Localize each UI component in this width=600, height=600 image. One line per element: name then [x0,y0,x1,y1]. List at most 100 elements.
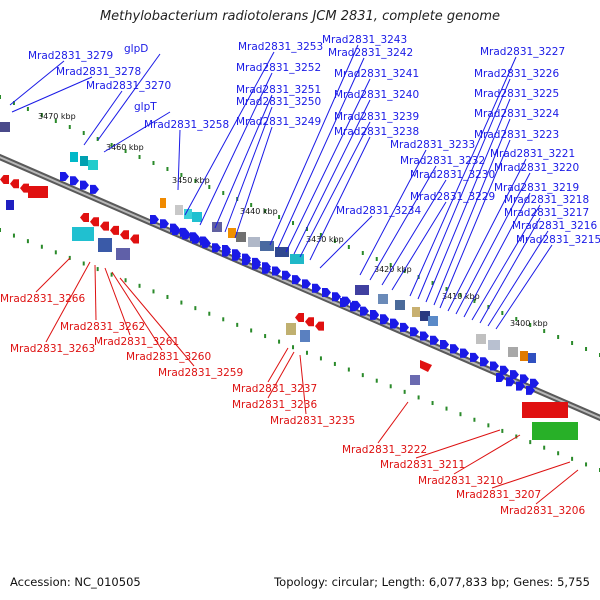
tick-mark [361,373,364,378]
forward-gene [510,370,519,380]
tick-mark [110,143,113,147]
forward-gene [460,348,469,358]
reverse-gene-label: Mrad2831_3266 [0,293,85,305]
reverse-gene [130,234,139,244]
tick-mark [347,245,350,249]
forward-gene [520,374,529,384]
forward-label-leader [479,217,541,324]
tick-mark [138,283,141,288]
gene-block [428,316,438,326]
tick-mark [96,267,99,272]
gene-block [160,198,166,208]
tick-mark [26,239,29,244]
tick-mark [319,356,322,361]
tick-mark [180,300,183,305]
gene-block [88,160,98,170]
forward-gene-label: Mrad2831_3252 [236,62,321,74]
forward-gene [90,184,99,194]
forward-gene-label: Mrad2831_3251 [236,84,321,96]
gene-block [300,330,310,342]
forward-label-leader [359,149,427,276]
forward-gene [470,352,479,362]
reverse-gene [0,175,9,184]
scale-label: 3410 kbp [442,292,480,301]
forward-label-leader [309,136,371,261]
forward-gene [80,180,89,190]
forward-gene [400,322,409,332]
gene-block [275,247,289,257]
gene-block [260,241,274,251]
forward-gene [480,357,489,367]
forward-gene [496,373,505,382]
forward-label-leader [417,78,511,300]
forward-label-leader [455,172,531,315]
forward-gene-label: Mrad2831_3249 [236,116,321,128]
tick-mark [431,281,434,285]
reverse-gene-label: Mrad2831_3206 [500,505,585,517]
reverse-label-leader [45,261,91,343]
forward-label-leader [234,126,273,239]
tick-mark [333,239,336,243]
tick-mark [445,406,448,411]
tick-mark [124,278,127,283]
reverse-gene-label: Mrad2831_3236 [232,399,317,411]
forward-gene-label: Mrad2831_3230 [410,169,495,181]
tick-mark [222,191,225,195]
forward-label-leader [471,204,541,321]
tick-mark [305,227,308,231]
tick-mark [12,233,15,238]
forward-label-leader [224,106,273,233]
reverse-gene [10,179,19,189]
reverse-label-leader [35,257,71,293]
tick-mark [501,428,504,433]
tick-mark [585,462,588,467]
forward-label-leader [409,56,517,297]
forward-label-leader [277,57,365,249]
forward-gene [420,331,429,341]
forward-label-leader [83,90,123,146]
reverse-label-leader [94,264,97,321]
tick-mark [571,456,574,461]
forward-gene [410,327,419,337]
forward-gene-label: Mrad2831_3229 [410,191,495,203]
tick-mark [571,341,574,345]
forward-gene-label: Mrad2831_3224 [474,108,559,120]
forward-gene [272,266,281,276]
forward-gene-label: Mrad2831_3227 [480,46,565,58]
forward-label-leader [439,139,511,309]
forward-label-leader [9,60,65,106]
tick-mark [194,306,197,311]
tick-mark [54,250,57,255]
forward-gene [380,314,389,324]
scale-label: 3460 kbp [106,143,144,152]
tick-mark [515,434,518,439]
forward-gene [252,257,261,267]
forward-gene-label: Mrad2831_3253 [238,41,323,53]
accession-text: Accession: NC_010505 [10,575,141,589]
gene-block [236,232,246,242]
forward-gene [60,172,69,181]
reverse-gene [90,217,99,227]
tick-mark [389,384,392,389]
forward-gene [182,230,191,240]
reverse-gene-label: Mrad2831_3261 [94,336,179,348]
tick-mark [529,440,532,445]
forward-gene-label: Mrad2831_3270 [86,80,171,92]
reverse-gene [295,313,304,322]
reverse-gene-label: Mrad2831_3222 [342,444,427,456]
gene-block [70,152,78,162]
gene-block [248,237,260,247]
reverse-label-leader [299,354,307,415]
forward-gene [370,310,379,319]
gene-block [488,340,500,350]
forward-gene [530,378,539,388]
tick-mark [208,311,211,316]
tick-mark [250,203,253,207]
tick-mark [264,334,267,339]
tick-mark [40,113,43,117]
tick-mark [529,323,532,327]
map-title: Methylobacterium radiotolerans JCM 2831,… [99,9,501,24]
forward-gene [150,215,159,224]
reverse-label-leader [377,401,409,444]
reverse-gene-label: Mrad2831_3259 [158,367,243,379]
